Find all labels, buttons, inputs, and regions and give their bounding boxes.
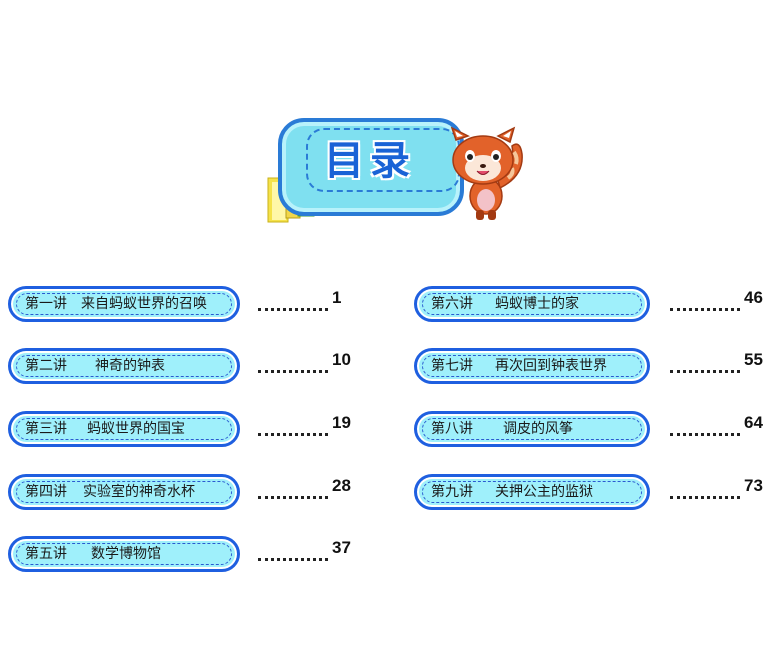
chapter-label: 第三讲 蚂蚁世界的国宝: [25, 414, 185, 444]
red-panda-mascot-icon: [450, 126, 523, 220]
pill-dashed-border: [16, 418, 232, 440]
pill-dashed-border: [422, 293, 642, 315]
toc-entry[interactable]: 第六讲 蚂蚁博士的家 46: [414, 286, 766, 322]
chapter-label: 第二讲 神奇的钟表: [25, 351, 165, 381]
chapter-title: 来自蚂蚁世界的召唤: [81, 296, 207, 312]
toc-entry[interactable]: 第一讲来自蚂蚁世界的召唤 1: [8, 286, 348, 322]
chapter-title: 再次回到钟表世界: [495, 358, 607, 374]
chapter-label: 第五讲 数学博物馆: [25, 539, 161, 569]
chapter-number: 第二讲: [25, 358, 67, 374]
chapter-label: 第八讲 调皮的风筝: [431, 414, 573, 444]
pill-dashed-border: [16, 355, 232, 377]
pill-dashed-border: [16, 481, 232, 503]
toc-entry[interactable]: 第二讲 神奇的钟表 10: [8, 348, 351, 384]
chapter-label: 第四讲实验室的神奇水杯: [25, 477, 195, 507]
chapter-number: 第一讲: [25, 296, 67, 312]
chapter-label: 第六讲 蚂蚁博士的家: [431, 289, 579, 319]
page-number: 10: [332, 350, 351, 369]
chapter-label: 第九讲 关押公主的监狱: [431, 477, 593, 507]
chapter-number: 第九讲: [431, 484, 473, 500]
pill-dashed-border: [422, 481, 642, 503]
chapter-number: 第六讲: [431, 296, 473, 312]
page-number: 64: [744, 413, 763, 432]
chapter-number: 第五讲: [25, 546, 67, 562]
chapter-pill: 第六讲 蚂蚁博士的家: [414, 286, 650, 322]
page-number: 19: [332, 413, 351, 432]
page-number: 1: [332, 288, 342, 307]
pill-dashed-border: [422, 418, 642, 440]
toc-header: 目录: [266, 112, 536, 223]
chapter-pill: 第九讲 关押公主的监狱: [414, 474, 650, 510]
chapter-number: 第七讲: [431, 358, 473, 374]
chapter-title: 蚂蚁博士的家: [495, 296, 579, 312]
toc-entry[interactable]: 第四讲实验室的神奇水杯 28: [8, 474, 351, 510]
pill-dashed-border: [422, 355, 642, 377]
toc-entry[interactable]: 第三讲 蚂蚁世界的国宝 19: [8, 411, 351, 447]
page-number: 28: [332, 476, 351, 495]
chapter-pill: 第一讲来自蚂蚁世界的召唤: [8, 286, 240, 322]
leader-dots: [670, 421, 740, 436]
pill-dashed-border: [16, 543, 232, 565]
chapter-pill: 第八讲 调皮的风筝: [414, 411, 650, 447]
chapter-pill: 第四讲实验室的神奇水杯: [8, 474, 240, 510]
leader-dots: [258, 546, 328, 561]
leader-dots: [258, 358, 328, 373]
chapter-pill: 第七讲 再次回到钟表世界: [414, 348, 650, 384]
leader-dots: [258, 484, 328, 499]
chapter-label: 第一讲来自蚂蚁世界的召唤: [25, 289, 207, 319]
chapter-number: 第三讲: [25, 421, 67, 437]
leader-dots: [258, 421, 328, 436]
chapter-number: 第四讲: [25, 484, 67, 500]
chapter-pill: 第三讲 蚂蚁世界的国宝: [8, 411, 240, 447]
page-number: 37: [332, 538, 351, 557]
page-title: 目录: [324, 138, 416, 184]
chapter-number: 第八讲: [431, 421, 473, 437]
chapter-title: 神奇的钟表: [95, 358, 165, 374]
chapter-pill: 第五讲 数学博物馆: [8, 536, 240, 572]
chapter-pill: 第二讲 神奇的钟表: [8, 348, 240, 384]
chapter-title: 关押公主的监狱: [495, 484, 593, 500]
chapter-title: 调皮的风筝: [503, 421, 573, 437]
toc-entry[interactable]: 第七讲 再次回到钟表世界 55: [414, 348, 766, 384]
page-number: 46: [744, 288, 763, 307]
chapter-title: 实验室的神奇水杯: [83, 484, 195, 500]
chapter-title: 数学博物馆: [91, 546, 161, 562]
page-number: 73: [744, 476, 763, 495]
toc-entry[interactable]: 第五讲 数学博物馆 37: [8, 536, 351, 572]
toc-entry[interactable]: 第九讲 关押公主的监狱 73: [414, 474, 766, 510]
chapter-label: 第七讲 再次回到钟表世界: [431, 351, 607, 381]
chapter-title: 蚂蚁世界的国宝: [87, 421, 185, 437]
toc-entry[interactable]: 第八讲 调皮的风筝 64: [414, 411, 766, 447]
leader-dots: [258, 296, 328, 311]
page-number: 55: [744, 350, 763, 369]
title-badge: [278, 118, 464, 216]
leader-dots: [670, 358, 740, 373]
leader-dots: [670, 484, 740, 499]
pill-dashed-border: [16, 293, 232, 315]
leader-dots: [670, 296, 740, 311]
